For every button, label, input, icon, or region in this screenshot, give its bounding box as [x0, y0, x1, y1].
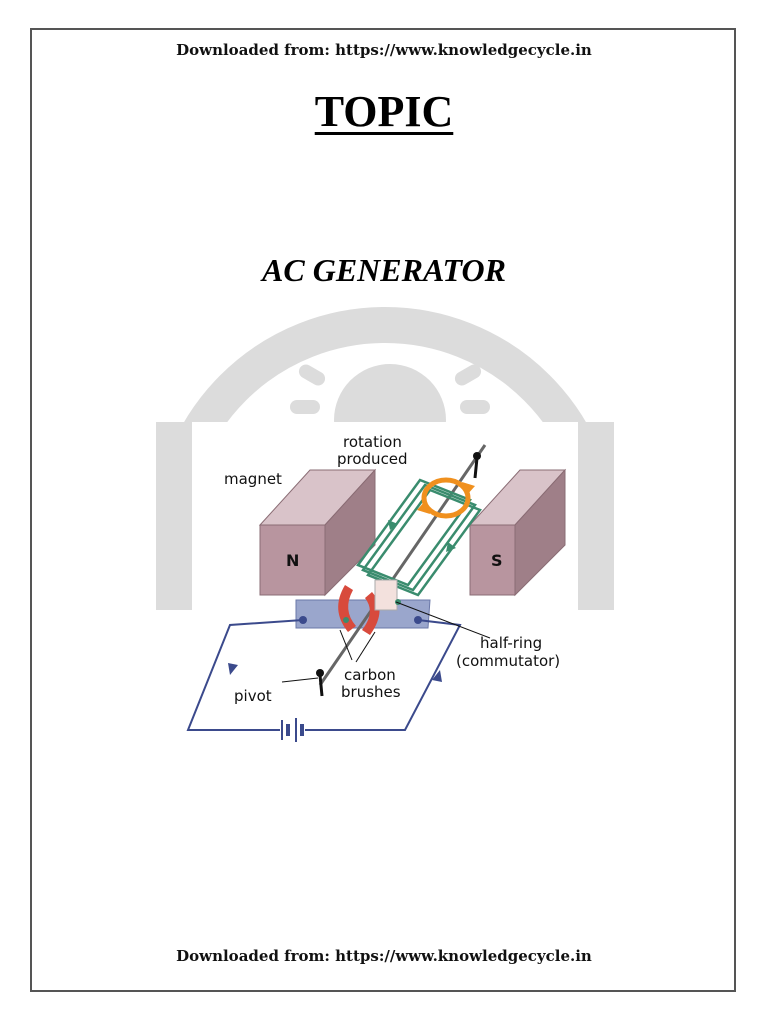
top-pivot [473, 452, 481, 460]
pivot-label: pivot [234, 687, 272, 705]
north-pole-label: N [286, 551, 299, 570]
footer-download-text: Downloaded from: https://www.knowledgecy… [176, 947, 592, 965]
page-title: TOPIC [314, 87, 454, 136]
coil-arrow-2 [446, 542, 456, 552]
rotation-arrow-icon [417, 477, 475, 519]
commutator [338, 579, 398, 635]
carbon-label-line2: brushes [341, 683, 401, 701]
coil-arrow [388, 520, 398, 530]
rotation-label-line1: rotation [343, 433, 402, 451]
battery-icon [281, 718, 304, 742]
header-download-text: Downloaded from: https://www.knowledgecy… [176, 41, 592, 59]
half-ring-label-line2: (commutator) [456, 652, 560, 670]
south-magnet [468, 468, 567, 597]
magnet-label: magnet [224, 470, 282, 488]
page-subtitle: AC GENERATOR [262, 252, 506, 288]
external-circuit [186, 619, 462, 731]
south-pole-label: S [491, 551, 503, 570]
coil [356, 478, 482, 597]
half-ring-label-line1: half-ring [480, 634, 542, 652]
rotation-label-line2: produced [337, 450, 408, 468]
bottom-pivot [316, 669, 324, 677]
ac-generator-diagram: N S [186, 433, 567, 742]
carbon-label-line1: carbon [344, 666, 396, 684]
north-magnet [258, 468, 377, 597]
